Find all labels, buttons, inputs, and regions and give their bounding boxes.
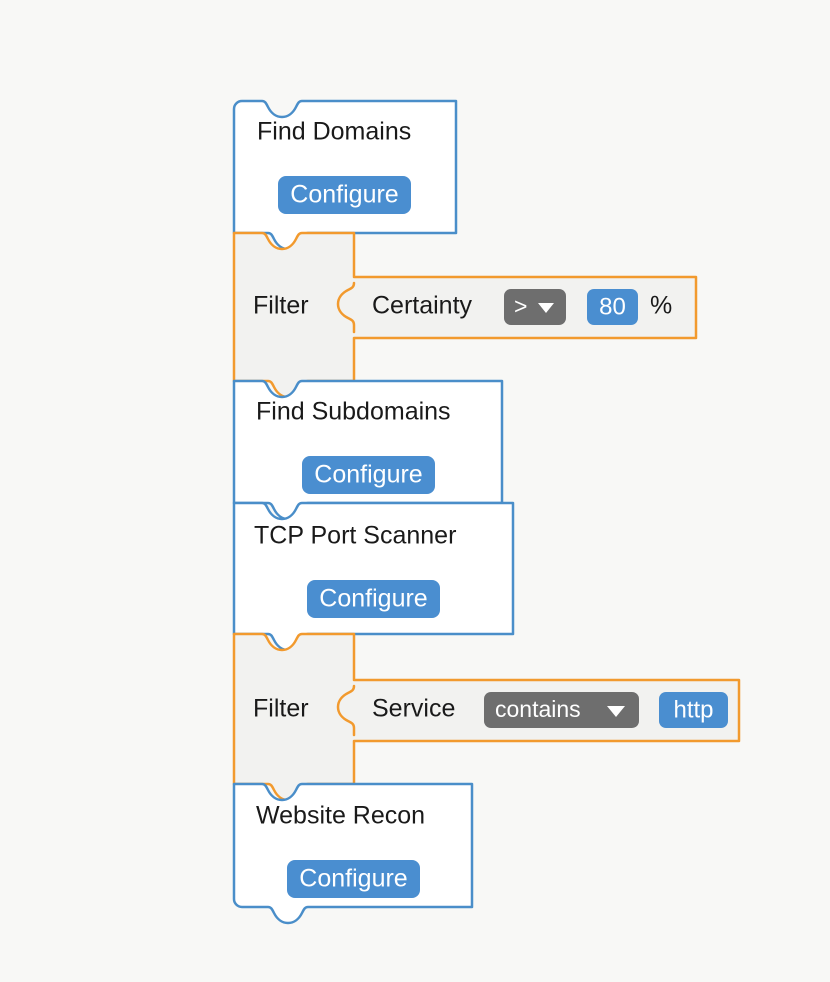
block-tcp-port-scanner[interactable]: TCP Port Scanner Configure: [232, 501, 515, 652]
configure-button-website-recon[interactable]: Configure: [287, 860, 420, 898]
block-find-domains[interactable]: Find Domains Configure: [232, 99, 458, 251]
filter-service-value-bg[interactable]: [659, 692, 728, 728]
configure-button-find-domains-label: Configure: [290, 181, 398, 209]
block-filter-service-label: Filter: [253, 695, 309, 723]
block-website-recon[interactable]: Website Recon Configure: [232, 782, 474, 925]
configure-button-find-domains[interactable]: Configure: [278, 176, 411, 214]
filter-certainty-field-label: Certainty: [372, 292, 473, 320]
chevron-down-icon[interactable]: [607, 706, 625, 717]
filter-certainty-value-field[interactable]: 80: [587, 289, 638, 325]
chevron-down-icon[interactable]: [538, 303, 554, 313]
filter-certainty-socket: [336, 281, 356, 334]
filter-service-socket: [336, 684, 356, 737]
filter-certainty-operator-dropdown[interactable]: >: [504, 289, 566, 325]
block-filter-certainty[interactable]: Filter Certainty > 80 %: [232, 231, 698, 399]
configure-button-tcp-port-scanner-label: Configure: [319, 585, 427, 613]
block-tcp-port-scanner-label: TCP Port Scanner: [254, 522, 456, 550]
block-find-domains-label: Find Domains: [257, 118, 411, 146]
configure-button-find-subdomains-bg[interactable]: [302, 456, 435, 494]
filter-service-operator-value: contains: [495, 696, 581, 722]
block-tcp-port-scanner-shape[interactable]: [232, 501, 515, 652]
filter-certainty-value-bg[interactable]: [587, 289, 638, 325]
filter-service-value-text: http: [673, 696, 713, 723]
filter-service-operator-dropdown[interactable]: contains: [484, 692, 639, 728]
filter-service-value-field[interactable]: http: [659, 692, 728, 728]
configure-button-tcp-port-scanner[interactable]: Configure: [307, 580, 440, 618]
filter-service-operator-bg[interactable]: [484, 692, 639, 728]
block-filter-certainty-shape[interactable]: [232, 231, 698, 399]
configure-button-website-recon-bg[interactable]: [287, 860, 420, 898]
configure-button-tcp-port-scanner-bg[interactable]: [307, 580, 440, 618]
filter-certainty-unit: %: [650, 292, 672, 320]
configure-button-website-recon-label: Configure: [299, 865, 407, 893]
block-find-subdomains-label: Find Subdomains: [256, 398, 451, 426]
block-filter-service[interactable]: Filter Service contains http: [232, 632, 741, 802]
block-website-recon-label: Website Recon: [256, 802, 425, 830]
filter-certainty-operator-value: >: [514, 293, 527, 319]
configure-button-find-domains-bg[interactable]: [278, 176, 411, 214]
block-find-subdomains[interactable]: Find Subdomains Configure: [232, 379, 504, 521]
filter-service-field-label: Service: [372, 695, 455, 723]
filter-certainty-value-text: 80: [599, 293, 626, 320]
filter-certainty-operator-bg[interactable]: [504, 289, 566, 325]
configure-button-find-subdomains-label: Configure: [314, 461, 422, 489]
configure-button-find-subdomains[interactable]: Configure: [302, 456, 435, 494]
block-filter-certainty-label: Filter: [253, 292, 309, 320]
